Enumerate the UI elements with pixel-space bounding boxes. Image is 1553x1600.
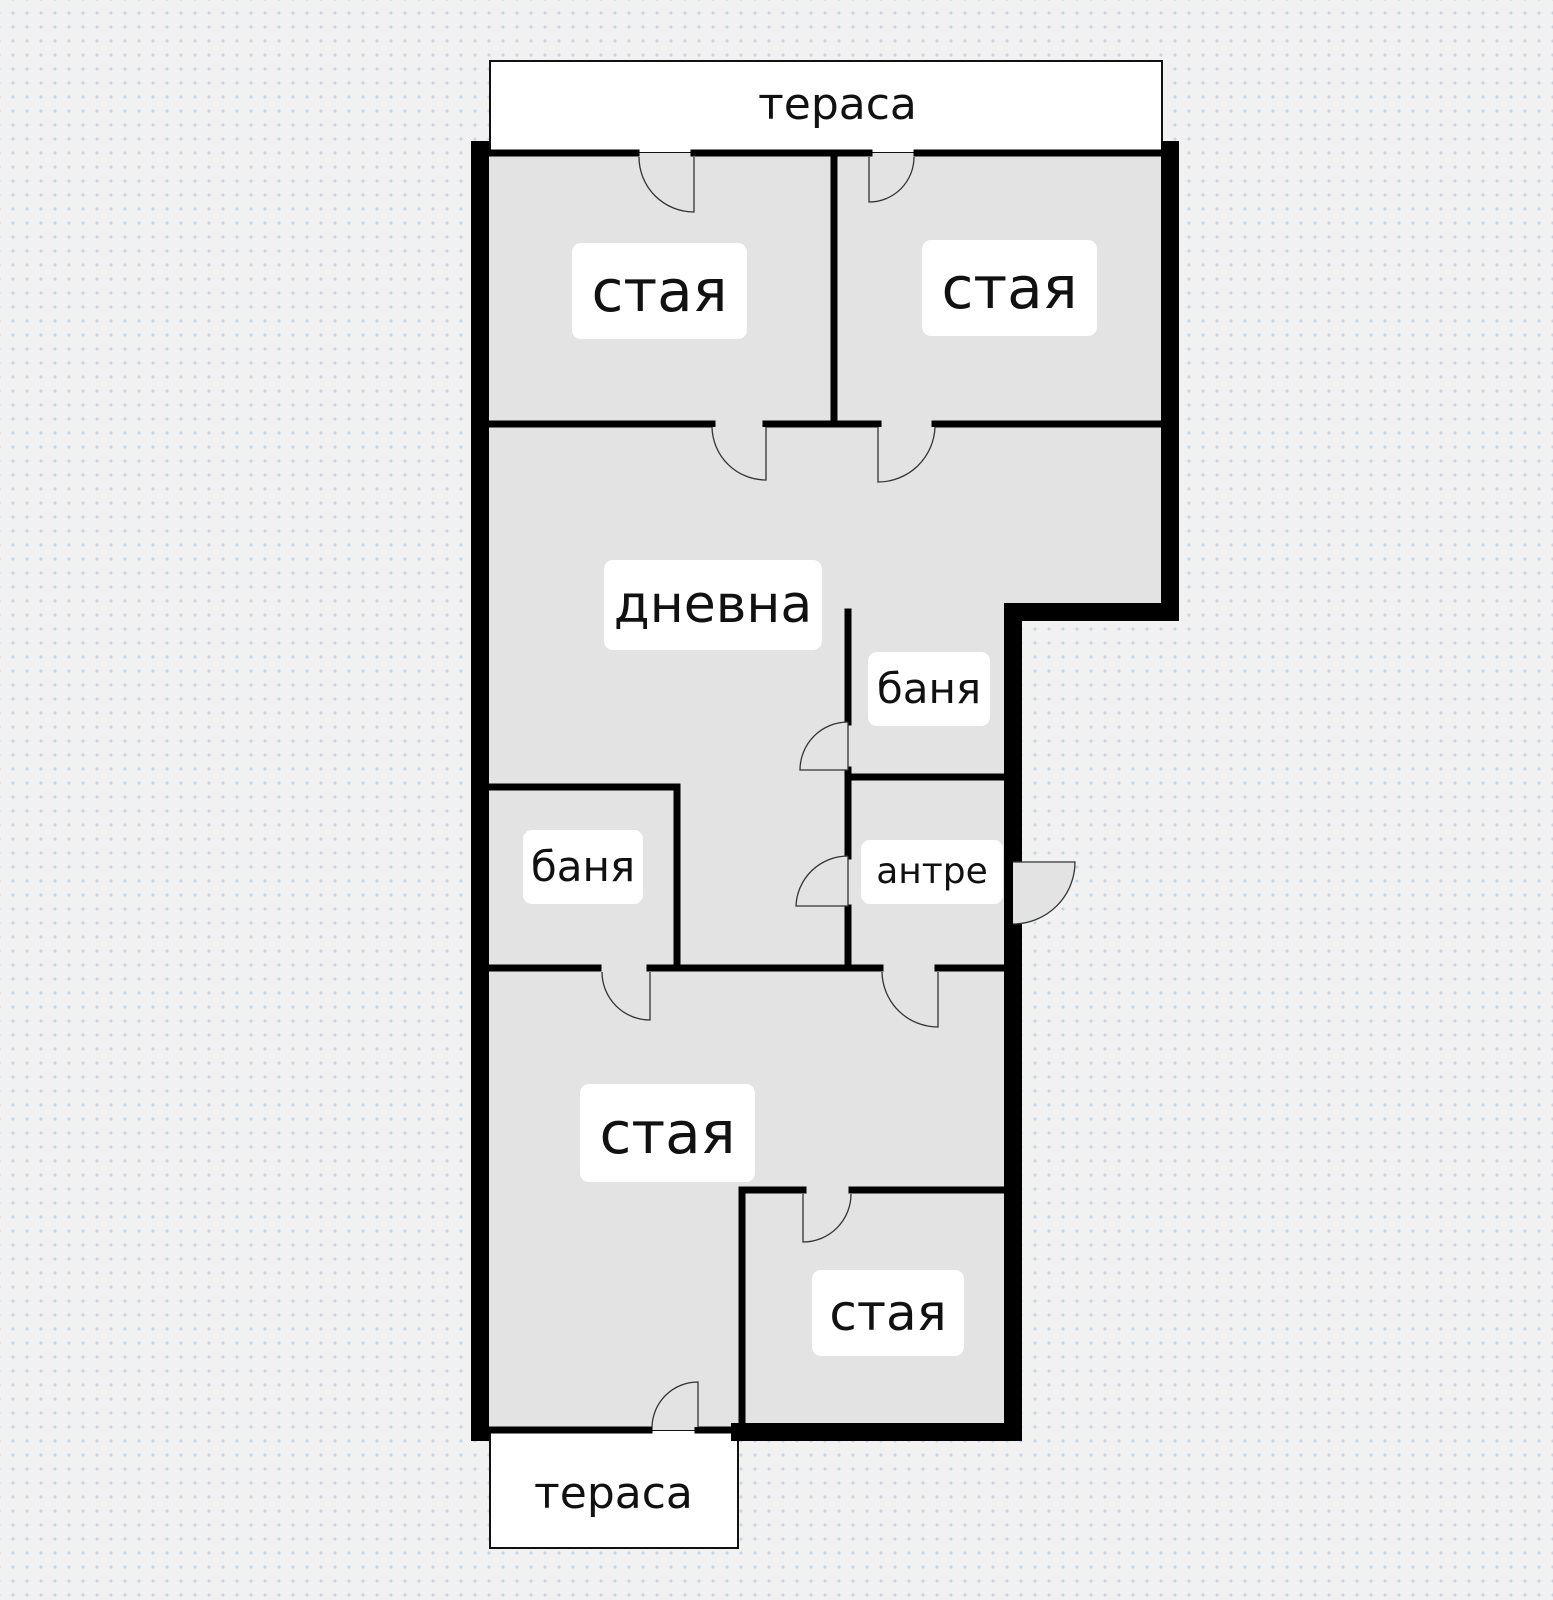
door-bath-right — [799, 721, 849, 771]
terrace-bottom-area — [489, 1429, 739, 1549]
label-terrace-bottom: тераса — [534, 1468, 693, 1519]
label-terrace-top: тераса — [758, 79, 917, 130]
label-room-bottom: стая — [580, 1084, 755, 1182]
doors — [601, 156, 1076, 1428]
door-terrace-right-room — [868, 156, 915, 203]
door-entrance — [1012, 861, 1076, 925]
exterior-walls — [471, 141, 1179, 1441]
label-bath-right: баня — [868, 652, 990, 726]
door-terrace-bottom — [651, 1381, 699, 1428]
interior-walls — [485, 149, 1165, 1436]
label-room-top-right: стая — [922, 240, 1097, 336]
door-bath-left — [601, 971, 651, 1021]
apartment-floor — [480, 153, 1170, 1430]
terrace-top-area — [489, 60, 1163, 154]
label-room-small: стая — [812, 1270, 964, 1356]
door-left-room-living — [711, 426, 767, 481]
label-living-room: дневна — [604, 560, 822, 650]
door-terrace-left-room — [638, 156, 695, 213]
label-room-top-left: стая — [572, 243, 747, 339]
door-small-room — [802, 1193, 852, 1243]
door-hallway-bottom-room — [881, 971, 939, 1028]
label-bath-left: баня — [523, 830, 643, 904]
label-hallway: антре — [861, 840, 1003, 904]
door-right-room-living — [877, 426, 936, 483]
door-hallway-living — [795, 855, 849, 907]
